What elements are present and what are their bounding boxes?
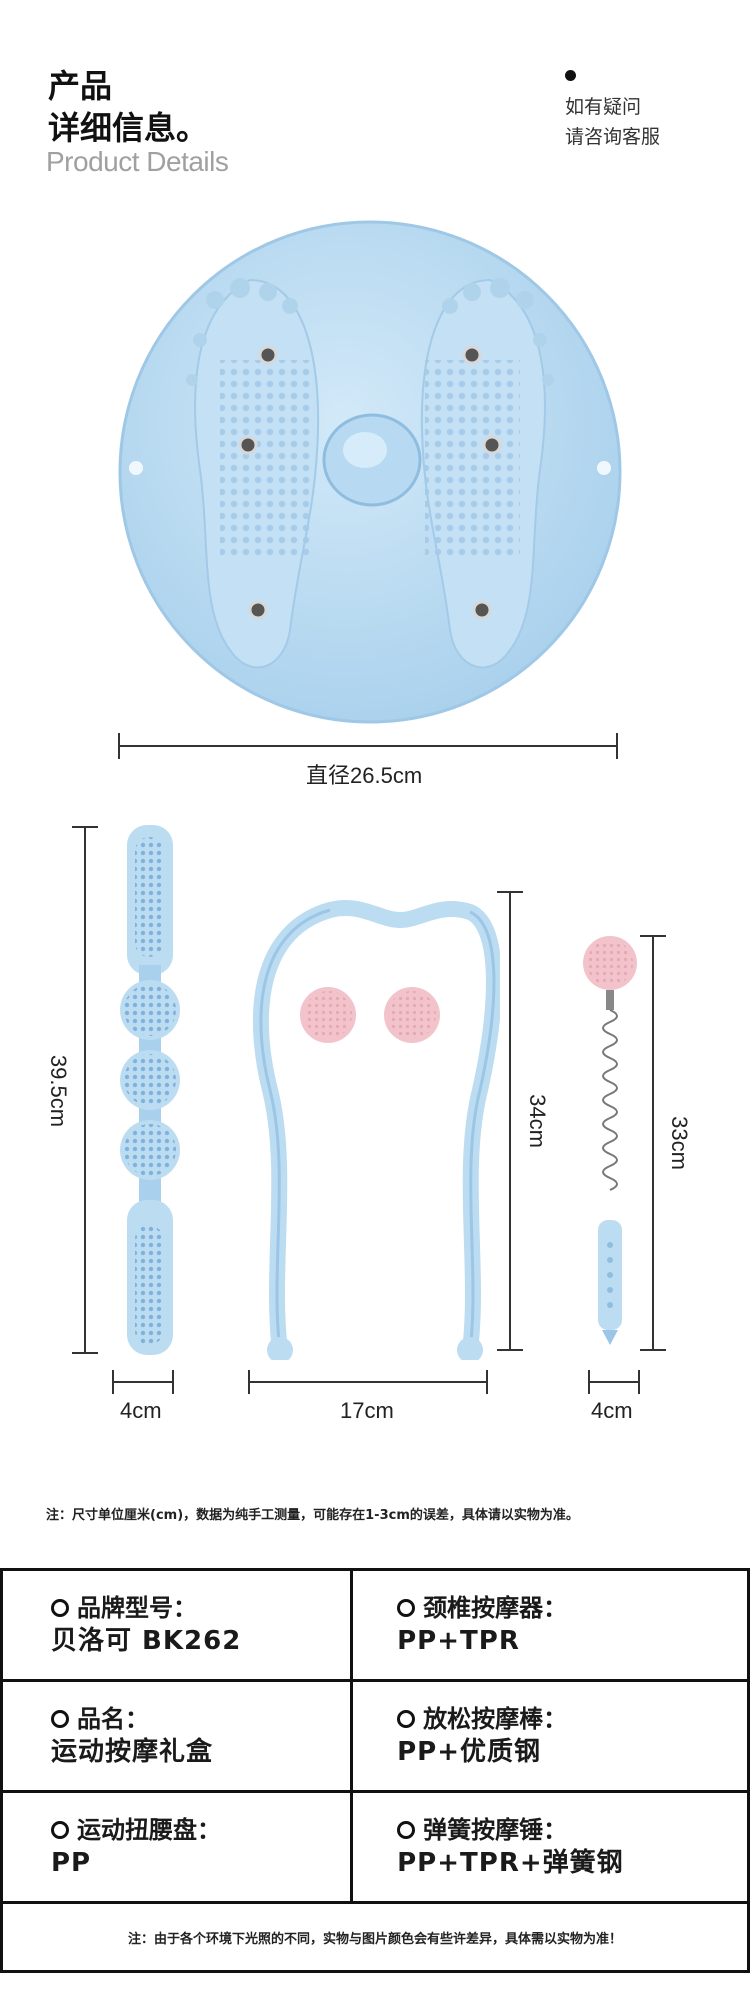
spring-hammer-image [583, 936, 637, 1345]
spring-width-tick-left [588, 1370, 590, 1394]
spec-cell: 颈椎按摩器： PP+TPR [350, 1568, 750, 1682]
spec-table: 品牌型号： 贝洛可 BK262 颈椎按摩器： PP+TPR 品名： 运动按摩礼盒… [0, 1568, 750, 1973]
plate-dimension-line [118, 745, 618, 747]
neck-massager-image [252, 900, 500, 1360]
spec-label: 运动扭腰盘： [77, 1816, 221, 1844]
roller-width-label: 4cm [120, 1398, 162, 1423]
neck-height-label: 34cm [524, 1094, 550, 1148]
title-english: Product Details [46, 146, 229, 177]
circle-icon [397, 1821, 416, 1839]
neck-width-line [248, 1381, 488, 1383]
spec-cell: 品牌型号： 贝洛可 BK262 [0, 1568, 354, 1682]
spec-label: 品名： [77, 1705, 149, 1733]
roller-height-label: 39.5cm [46, 1054, 72, 1128]
spring-height-tick-bottom [640, 1349, 666, 1351]
note-line-1: 如有疑问 [565, 96, 642, 118]
spring-height-label: 33cm [666, 1116, 692, 1170]
footer-cell: 注：由于各个环境下光照的不同，实物与图片颜色会有些许差异，具体需以实物为准！ [0, 1901, 750, 1973]
roller-width-line [112, 1381, 174, 1383]
spec-value: PP [51, 1848, 92, 1878]
spring-width-line [588, 1381, 640, 1383]
spec-row: 品牌型号： 贝洛可 BK262 颈椎按摩器： PP+TPR [0, 1568, 750, 1682]
plate-dimension-tick-left [118, 733, 120, 759]
neck-width-tick-right [486, 1370, 488, 1394]
circle-icon [51, 1710, 69, 1728]
footer-row: 注：由于各个环境下光照的不同，实物与图片颜色会有些许差异，具体需以实物为准！ [0, 1901, 750, 1973]
roller-height-line [84, 826, 86, 1354]
roller-stick-image [120, 825, 180, 1355]
spec-row: 运动扭腰盘： PP 弹簧按摩锤： PP+TPR+弹簧钢 [0, 1790, 750, 1904]
title-line-2: 详细信息。 [48, 109, 209, 147]
spec-row: 品名： 运动按摩礼盒 放松按摩棒： PP+优质钢 [0, 1679, 750, 1793]
spec-value: 运动按摩礼盒 [51, 1737, 214, 1767]
spec-value: PP+TPR+弹簧钢 [397, 1848, 624, 1878]
circle-icon [397, 1599, 416, 1617]
spec-value: PP+优质钢 [397, 1737, 542, 1767]
neck-height-line [509, 891, 511, 1351]
neck-height-tick-top [497, 891, 523, 893]
note-line-2: 请咨询客服 [565, 126, 661, 148]
spring-height-tick-top [640, 935, 666, 937]
spec-label: 品牌型号： [77, 1594, 197, 1622]
plate-dimension-tick-right [616, 733, 618, 759]
roller-height-tick-top [72, 826, 98, 828]
spec-label: 弹簧按摩锤： [423, 1816, 568, 1844]
roller-height-tick-bottom [72, 1352, 98, 1354]
neck-height-tick-bottom [497, 1349, 523, 1351]
spec-value: PP+TPR [397, 1626, 520, 1656]
twist-plate-image [118, 220, 622, 724]
spec-cell: 弹簧按摩锤： PP+TPR+弹簧钢 [350, 1790, 750, 1904]
roller-width-tick-left [112, 1370, 114, 1394]
neck-width-label: 17cm [340, 1398, 394, 1423]
spec-cell: 运动扭腰盘： PP [0, 1790, 354, 1904]
spring-width-tick-right [638, 1370, 640, 1394]
spring-height-line [652, 935, 654, 1351]
spring-width-label: 4cm [591, 1398, 633, 1423]
circle-icon [51, 1821, 69, 1839]
roller-width-tick-right [172, 1370, 174, 1394]
spec-cell: 放松按摩棒： PP+优质钢 [350, 1679, 750, 1793]
neck-width-tick-left [248, 1370, 250, 1394]
spec-cell: 品名： 运动按摩礼盒 [0, 1679, 354, 1793]
spec-label: 放松按摩棒： [423, 1705, 568, 1733]
spec-label: 颈椎按摩器： [423, 1594, 568, 1622]
spec-value: 贝洛可 BK262 [51, 1626, 242, 1656]
circle-icon [397, 1710, 416, 1728]
plate-diameter-label: 直径26.5cm [306, 763, 423, 788]
measurement-note: 注：尺寸单位厘米(cm)，数据为纯手工测量，可能存在1-3cm的误差，具体请以实… [46, 1508, 579, 1523]
color-disclaimer: 注：由于各个环境下光照的不同，实物与图片颜色会有些许差异，具体需以实物为准！ [127, 1931, 622, 1947]
circle-icon [51, 1599, 69, 1617]
note-dot-icon [565, 70, 576, 81]
title-line-1: 产品 [48, 67, 113, 105]
